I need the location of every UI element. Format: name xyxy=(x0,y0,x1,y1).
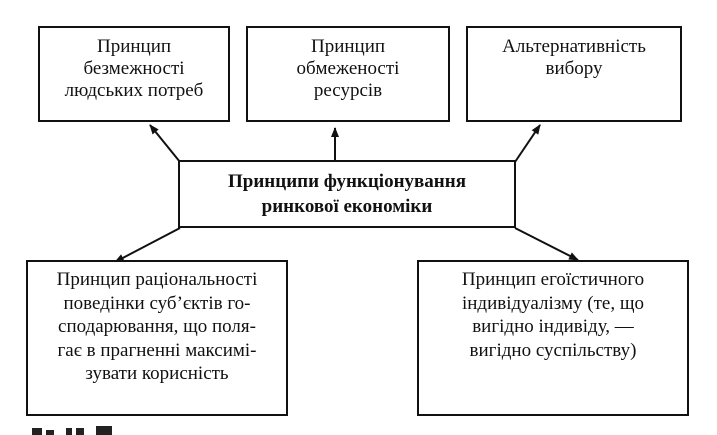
bottom-right-principle-box: Принцип егоїстичного індивідуалізму (те,… xyxy=(417,260,689,416)
box-line: Принцип xyxy=(96,36,172,57)
box-line: Принцип раціональності xyxy=(56,269,258,290)
box-line: зувати корисність xyxy=(85,363,229,384)
bottom-left-principle-box: Принцип раціональності поведінки суб’єкт… xyxy=(26,260,288,416)
top-left-principle-box: Принцип безмежності людських потреб xyxy=(38,26,230,122)
arrow-to-top-left xyxy=(149,124,181,163)
box-line: сподарювання, що поля- xyxy=(58,316,256,337)
center-title-line: ринкової економіки xyxy=(261,196,433,217)
box-line: Принцип егоїстичного xyxy=(461,269,645,290)
arrow-to-top-right xyxy=(514,124,541,163)
box-line: індивідуалізму (те, що xyxy=(461,292,644,314)
top-middle-principle-box: Принцип обмеженості ресурсів xyxy=(246,26,450,122)
top-right-principle-box: Альтернативність вибору xyxy=(466,26,682,122)
box-line: вигідно індивіду, — xyxy=(472,316,634,337)
box-line: поведінки суб’єктів го- xyxy=(63,292,251,314)
center-title-line: Принципи функціонування xyxy=(228,171,466,192)
box-line: вибору xyxy=(545,58,603,79)
box-line: Альтернативність xyxy=(502,36,646,57)
arrow-to-bottom-left xyxy=(114,227,181,263)
box-line: гає в прагненні максимі- xyxy=(57,339,257,361)
cropped-caption-fragment xyxy=(30,423,330,435)
box-line: обмеженості xyxy=(296,58,400,79)
box-line: вигідно суспільству) xyxy=(469,339,637,361)
central-concept-box: Принципи функціонування ринкової економі… xyxy=(178,160,516,228)
box-line: Принцип xyxy=(310,36,386,57)
box-line: людських потреб xyxy=(64,80,204,101)
cropped-caption-glyphs xyxy=(32,426,112,435)
box-line: ресурсів xyxy=(313,80,383,101)
box-line: безмежності xyxy=(83,58,185,79)
arrow-to-bottom-right xyxy=(514,227,579,261)
